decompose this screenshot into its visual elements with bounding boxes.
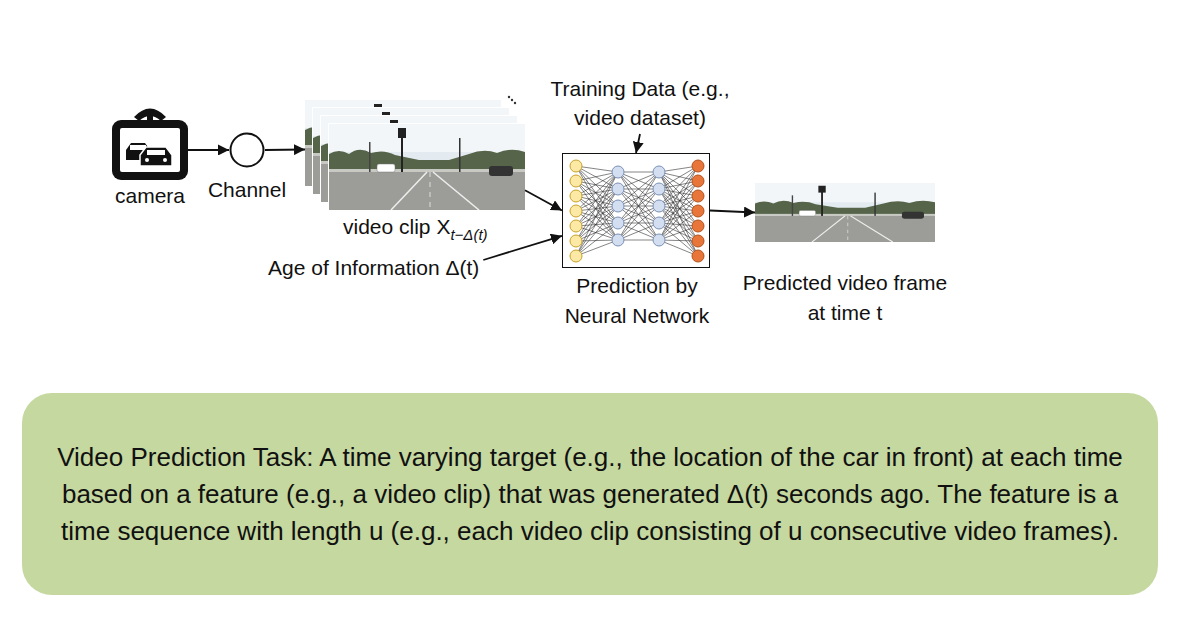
circle-outline — [229, 132, 265, 168]
neuron — [612, 217, 624, 229]
arrow-connector — [265, 149, 305, 151]
arrow-connector — [525, 190, 562, 210]
video-clip-stack — [305, 96, 525, 210]
age-of-information-text: Age of Information Δ(t) — [264, 252, 483, 284]
task-description-box: Video Prediction Task: A time varying ta… — [22, 393, 1158, 595]
description-body: Video Prediction Task: A time varying ta… — [56, 439, 1124, 550]
network-link — [659, 196, 698, 240]
neuron — [653, 217, 665, 229]
arrow-connector — [483, 236, 562, 260]
neuron — [570, 160, 582, 172]
network-link — [618, 172, 659, 223]
arrow-connector — [636, 134, 640, 153]
network-link — [618, 223, 659, 240]
label-text: camera — [115, 184, 185, 207]
label-text: Predicted video frame at time t — [743, 271, 947, 324]
network-link — [618, 189, 659, 240]
label-text: Channel — [208, 178, 286, 201]
label-text: Prediction by Neural Network — [565, 274, 710, 327]
network-link — [576, 172, 618, 256]
neuron — [570, 190, 582, 202]
neuron — [570, 250, 582, 262]
neuron — [692, 235, 704, 247]
video-clip-node: video clip Xt−Δ(t) — [305, 100, 525, 210]
neural-network-box: Prediction by Neural Network — [562, 153, 710, 268]
node-label: Predicted video frame at time t — [738, 268, 953, 328]
neuron — [570, 220, 582, 232]
camera-node: camera — [112, 104, 188, 180]
neuron — [692, 190, 704, 202]
node-label: camera — [115, 181, 185, 211]
neuron — [653, 183, 665, 195]
network-link — [659, 166, 698, 240]
network-link — [618, 189, 659, 240]
node-label: Prediction by Neural Network — [552, 271, 722, 331]
label-text: Video Prediction Task: A time varying ta… — [57, 442, 1123, 546]
neuron — [692, 175, 704, 187]
label-text: video clip X — [343, 215, 450, 238]
predicted-frame-node: Predicted video frame at time t — [755, 183, 935, 242]
subscript-text: t−Δ(t) — [450, 226, 487, 243]
network-link — [576, 181, 618, 223]
label-text: Training Data (e.g., video dataset) — [551, 77, 730, 129]
arrow-connector — [188, 149, 229, 151]
arrow-connector — [710, 211, 755, 213]
node-label: Channel — [208, 175, 286, 205]
network-link — [576, 166, 618, 240]
node-label: video clip Xt−Δ(t) — [343, 212, 488, 250]
neural-network-graphic — [570, 160, 704, 262]
neuron — [653, 166, 665, 178]
predicted-frame-image — [755, 183, 935, 242]
neuron — [692, 160, 704, 172]
network-link — [576, 206, 618, 256]
camera-icon — [112, 109, 188, 181]
neuron — [612, 166, 624, 178]
training-data-text: Training Data (e.g., video dataset) — [545, 72, 735, 134]
neuron — [570, 235, 582, 247]
neuron — [612, 183, 624, 195]
label-text: Age of Information Δ(t) — [268, 256, 479, 279]
network-link — [618, 172, 659, 223]
neuron — [692, 250, 704, 262]
channel-circle-shape — [231, 134, 264, 167]
network-link — [618, 172, 659, 189]
neuron — [653, 234, 665, 246]
neuron — [692, 220, 704, 232]
network-link — [576, 211, 618, 223]
network-link — [618, 223, 659, 240]
network-link — [618, 172, 659, 189]
channel-circle: Channel — [229, 132, 265, 168]
neuron — [570, 175, 582, 187]
neuron — [612, 234, 624, 246]
neuron — [570, 205, 582, 217]
neuron — [653, 200, 665, 212]
neuron — [692, 205, 704, 217]
neuron — [612, 200, 624, 212]
